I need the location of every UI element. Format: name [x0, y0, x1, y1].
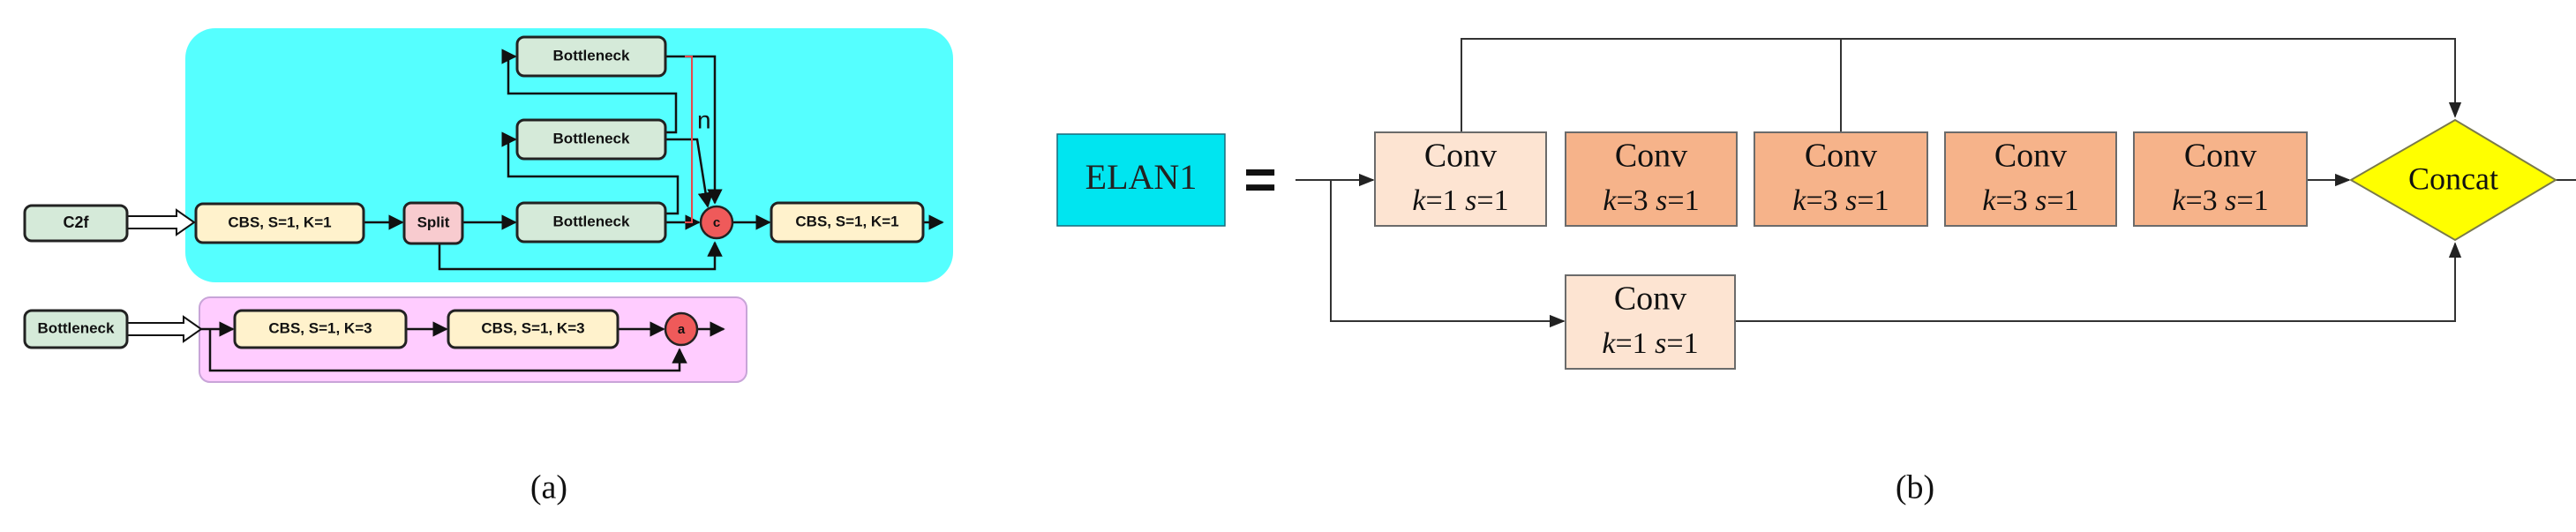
conv-block-5-title: Conv	[2184, 138, 2257, 175]
bottom-conv-to-concat-line	[1735, 242, 2462, 322]
repeat-bracket	[685, 56, 693, 223]
conv-block-1: Conv k=1 s=1	[1374, 131, 1547, 227]
conv-block-bottom: Conv k=1 s=1	[1565, 274, 1736, 370]
split-bypass-line	[438, 236, 723, 271]
conv-block-bottom-params: k=1 s=1	[1602, 327, 1698, 360]
conv-block-3: Conv k=3 s=1	[1754, 131, 1928, 227]
add-node: a	[664, 311, 699, 347]
top-skip-line	[1461, 38, 2462, 132]
conv-block-3-params: k=3 s=1	[1792, 184, 1889, 217]
conv-block-2: Conv k=3 s=1	[1565, 131, 1738, 227]
svg-text:CBS, S=1, K=1: CBS, S=1, K=1	[795, 213, 898, 229]
conv-block-1-params: k=1 s=1	[1412, 184, 1508, 217]
bottleneck-block-1: Bottleneck	[515, 35, 667, 78]
svg-text:Bottleneck: Bottleneck	[553, 213, 630, 229]
conv-block-4: Conv k=3 s=1	[1944, 131, 2117, 227]
bottleneck2-to-concat-line	[665, 138, 714, 208]
svg-text:Split: Split	[417, 214, 450, 230]
conv-block-2-title: Conv	[1615, 138, 1687, 175]
svg-text:c: c	[713, 215, 720, 230]
branch-to-bottom-conv-line	[1330, 180, 1566, 328]
c2f-hollow-arrow	[125, 208, 196, 236]
bottleneck3-to-bottleneck2-loop	[501, 131, 680, 215]
svg-text:Bottleneck: Bottleneck	[553, 130, 630, 146]
svg-text:C2f: C2f	[63, 214, 89, 231]
cbs-input-block: CBS, S=1, K=1	[194, 202, 365, 244]
conv-block-4-title: Conv	[1994, 138, 2067, 175]
svg-text:Bottleneck: Bottleneck	[38, 319, 115, 336]
caption-a: (a)	[530, 469, 567, 506]
svg-text:Concat: Concat	[2408, 161, 2498, 196]
elan1-label-box: ELAN1	[1056, 133, 1226, 227]
split-block: Split	[402, 201, 464, 245]
c2f-connections	[125, 49, 944, 271]
bottleneck-connections	[125, 315, 725, 372]
bottleneck-shortcut-line	[208, 329, 687, 372]
conv-block-5-params: k=3 s=1	[2172, 184, 2268, 217]
bottleneck-block-2: Bottleneck	[515, 118, 667, 161]
conv-block-4-params: k=3 s=1	[1982, 184, 2078, 217]
bottleneck1-to-concat-line	[665, 55, 723, 205]
conv-block-3-title: Conv	[1805, 138, 1877, 175]
conv-block-1-title: Conv	[1424, 138, 1497, 175]
conv-block-bottom-title: Conv	[1614, 281, 1686, 318]
bottleneck2-to-bottleneck1-loop	[501, 49, 678, 134]
svg-text:Bottleneck: Bottleneck	[553, 47, 630, 64]
cbs-output-block: CBS, S=1, K=1	[770, 201, 925, 244]
panel-b: ELAN1 = Conv k=1 s=1 Conv k=3 s=1 Conv k…	[1056, 38, 2576, 506]
bottleneck-input-block: Bottleneck	[23, 309, 129, 349]
concat-diamond: Concat	[2348, 118, 2557, 242]
bottleneck-hollow-arrow	[125, 315, 203, 343]
svg-text:CBS, S=1, K=3: CBS, S=1, K=3	[481, 319, 584, 336]
bottleneck-cbs-2-block: CBS, S=1, K=3	[447, 309, 620, 349]
svg-text:a: a	[678, 322, 686, 337]
bottleneck-block-3: Bottleneck	[515, 201, 667, 244]
panel-a: n C2f CBS, S=1, K=1 Split Bottleneck Bot…	[23, 28, 953, 506]
conv-block-2-params: k=3 s=1	[1603, 184, 1699, 217]
conv-block-5: Conv k=3 s=1	[2133, 131, 2308, 227]
svg-text:CBS, S=1, K=1: CBS, S=1, K=1	[228, 214, 331, 230]
bottleneck-cbs-1-block: CBS, S=1, K=3	[233, 309, 408, 349]
concat-node: c	[699, 205, 734, 240]
c2f-input-block: C2f	[23, 204, 129, 243]
equals-sign: =	[1243, 147, 1276, 211]
caption-b: (b)	[1896, 469, 1934, 506]
svg-text:CBS, S=1, K=3: CBS, S=1, K=3	[268, 319, 372, 336]
repeat-label: n	[697, 106, 711, 133]
elan-connections	[1296, 38, 2576, 328]
svg-text:ELAN1: ELAN1	[1085, 157, 1198, 197]
